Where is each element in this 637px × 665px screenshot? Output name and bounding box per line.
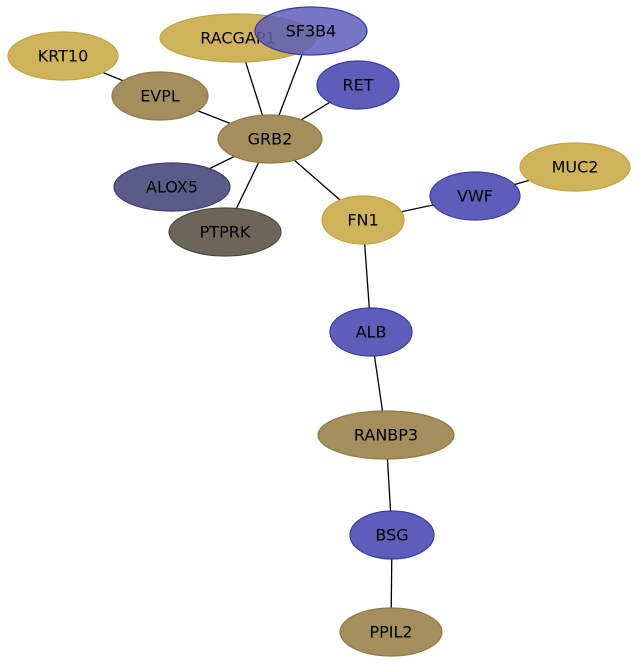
- node-ellipse: [519, 142, 631, 192]
- node-label: ALOX5: [146, 178, 198, 197]
- node-ellipse: [429, 171, 521, 221]
- node-ranbp3[interactable]: RANBP3: [317, 410, 455, 460]
- node-label: SF3B4: [286, 22, 337, 41]
- node-label: RET: [343, 76, 374, 95]
- node-label: BSG: [375, 526, 408, 545]
- node-ppil2[interactable]: PPIL2: [339, 607, 443, 657]
- node-ellipse: [113, 162, 231, 212]
- node-label: VWF: [457, 187, 493, 206]
- node-ellipse: [321, 195, 405, 245]
- node-alb[interactable]: ALB: [329, 307, 413, 357]
- node-ellipse: [111, 71, 209, 121]
- node-ellipse: [168, 207, 282, 257]
- node-label: PPIL2: [369, 623, 412, 642]
- node-ellipse: [329, 307, 413, 357]
- node-label: KRT10: [38, 47, 89, 66]
- node-bsg[interactable]: BSG: [349, 510, 435, 560]
- node-fn1[interactable]: FN1: [321, 195, 405, 245]
- node-ret[interactable]: RET: [316, 60, 400, 110]
- node-ellipse: [349, 510, 435, 560]
- edges-layer: [62, 30, 576, 633]
- node-sf3b4[interactable]: SF3B4: [254, 6, 368, 56]
- node-ellipse: [7, 31, 119, 81]
- node-ellipse: [254, 6, 368, 56]
- node-ellipse: [339, 607, 443, 657]
- node-grb2[interactable]: GRB2: [217, 114, 323, 164]
- node-krt10[interactable]: KRT10: [7, 31, 119, 81]
- node-label: EVPL: [140, 87, 180, 106]
- node-label: GRB2: [248, 130, 293, 149]
- node-label: MUC2: [552, 158, 599, 177]
- node-label: ALB: [356, 323, 387, 342]
- node-ellipse: [217, 114, 323, 164]
- node-ptprk[interactable]: PTPRK: [168, 207, 282, 257]
- node-alox5[interactable]: ALOX5: [113, 162, 231, 212]
- node-ellipse: [317, 410, 455, 460]
- node-vwf[interactable]: VWF: [429, 171, 521, 221]
- node-label: RANBP3: [354, 426, 418, 445]
- node-evpl[interactable]: EVPL: [111, 71, 209, 121]
- node-label: PTPRK: [200, 223, 251, 242]
- node-label: FN1: [347, 211, 378, 230]
- node-muc2[interactable]: MUC2: [519, 142, 631, 192]
- node-ellipse: [316, 60, 400, 110]
